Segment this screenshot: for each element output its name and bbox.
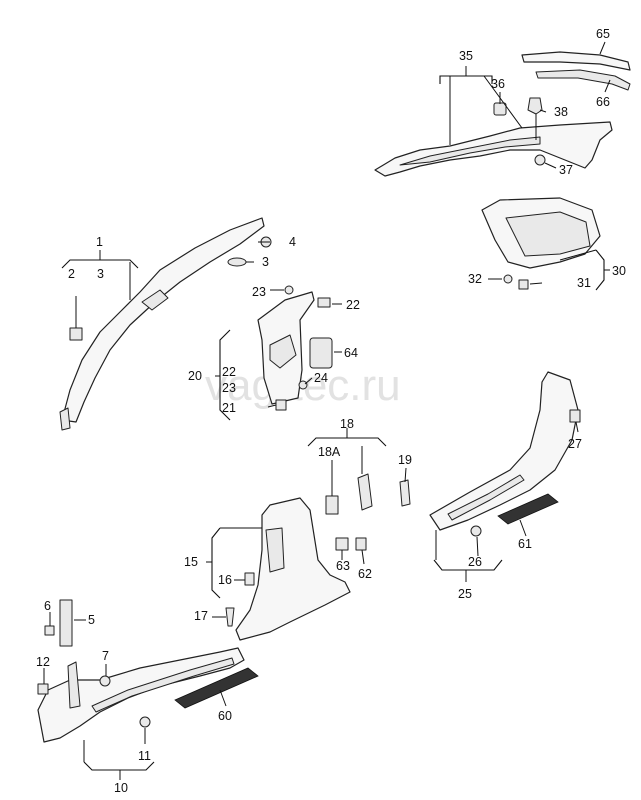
clip-63[interactable] (335, 537, 349, 551)
label-66: 66 (596, 95, 610, 109)
part-roof-rail-seal-66[interactable] (535, 69, 631, 91)
part-b-pillar-upper-trim-20[interactable] (257, 291, 315, 405)
label-38: 38 (554, 105, 568, 119)
screw-7[interactable] (99, 675, 111, 687)
label-62: 62 (358, 567, 372, 581)
label-32: 32 (468, 272, 482, 286)
sill-insert-61[interactable] (497, 493, 559, 525)
label-24: 24 (314, 371, 328, 385)
sill-insert-60[interactable] (174, 667, 259, 709)
clip-11[interactable] (139, 716, 151, 728)
part-c-pillar-trim-30[interactable] (481, 197, 601, 269)
strip-5[interactable] (59, 599, 73, 647)
screw-37[interactable] (534, 154, 546, 166)
label-63: 63 (336, 559, 350, 573)
label-20: 20 (188, 369, 202, 383)
clip-2[interactable] (69, 327, 83, 341)
label-30: 30 (612, 264, 626, 278)
label-11: 11 (138, 749, 151, 763)
label-27: 27 (568, 437, 582, 451)
callout-lines (43, 41, 611, 780)
clip-22[interactable] (317, 297, 331, 308)
label-10: 10 (114, 781, 128, 795)
label-3-top: 3 (97, 267, 104, 281)
label-3: 3 (262, 255, 269, 269)
callout-numbers: 65 35 36 66 38 37 1 2 3 4 3 30 32 31 23 … (36, 27, 626, 795)
part-b-pillar-lower-trim-15[interactable] (235, 497, 351, 641)
label-23-top: 23 (252, 285, 266, 299)
bolt-23[interactable] (284, 285, 294, 295)
clip-21[interactable] (275, 399, 287, 411)
label-22: 22 (222, 365, 236, 379)
label-64: 64 (344, 346, 358, 360)
clip-17[interactable] (225, 607, 235, 627)
label-23: 23 (222, 381, 236, 395)
label-17: 17 (194, 609, 208, 623)
label-60: 60 (218, 709, 232, 723)
label-61: 61 (518, 537, 532, 551)
clip-24[interactable] (298, 380, 308, 390)
part-rear-door-sill-trim-25[interactable] (429, 371, 579, 531)
clip-36[interactable] (493, 102, 507, 116)
label-12: 12 (36, 655, 50, 669)
label-6: 6 (44, 599, 51, 613)
part-a-pillar-trim-1[interactable] (59, 217, 265, 431)
label-31: 31 (577, 276, 591, 290)
label-16: 16 (218, 573, 232, 587)
label-4: 4 (289, 235, 296, 249)
label-15: 15 (184, 555, 198, 569)
label-18: 18 (340, 417, 354, 431)
part-front-door-sill-trim-10[interactable] (37, 647, 245, 743)
bracket-18[interactable] (357, 473, 373, 511)
belt-guide-64[interactable] (309, 337, 333, 369)
label-35: 35 (459, 49, 473, 63)
label-37: 37 (559, 163, 573, 177)
label-65: 65 (596, 27, 610, 41)
clip-31[interactable] (518, 279, 529, 290)
clip-18a[interactable] (325, 495, 339, 515)
label-19: 19 (398, 453, 412, 467)
pad-19[interactable] (399, 479, 411, 507)
label-22-top: 22 (346, 298, 360, 312)
label-36: 36 (491, 77, 505, 91)
label-2: 2 (68, 267, 75, 281)
label-21: 21 (222, 401, 236, 415)
label-7: 7 (102, 649, 109, 663)
part-roof-rear-trim[interactable] (374, 121, 613, 177)
clip-27[interactable] (569, 409, 581, 423)
clip-6[interactable] (44, 625, 55, 636)
label-1: 1 (96, 235, 103, 249)
clip-62[interactable] (355, 537, 367, 551)
label-5: 5 (88, 613, 95, 627)
clip-12[interactable] (37, 683, 49, 695)
clip-38[interactable] (527, 97, 543, 140)
screw-32[interactable] (503, 274, 513, 284)
label-26: 26 (468, 555, 482, 569)
clip-16[interactable] (244, 572, 255, 586)
part-roof-rail-strip-65[interactable] (521, 51, 631, 71)
label-25: 25 (458, 587, 472, 601)
screw-26[interactable] (470, 525, 482, 537)
label-18a: 18A (318, 445, 341, 459)
grommet-3[interactable] (227, 257, 247, 267)
